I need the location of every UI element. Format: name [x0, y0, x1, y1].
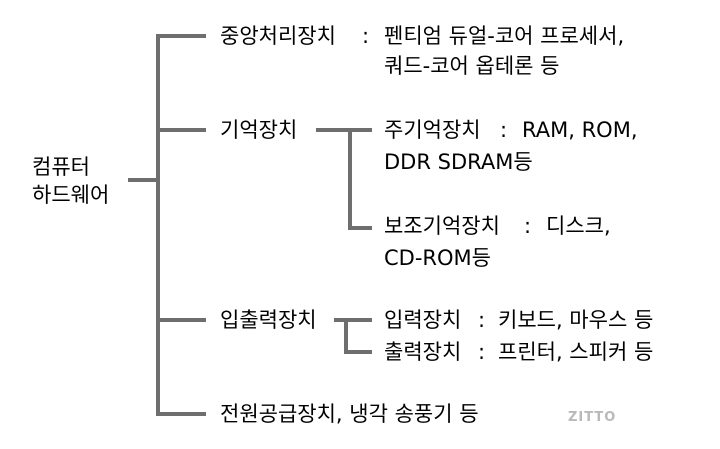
watermark: ZITTO — [568, 410, 617, 425]
memory-label: 기억장치 — [220, 118, 298, 142]
aux-memory-label: 보조기억장치 — [384, 214, 500, 238]
root-label-line1: 컴퓨터 — [32, 155, 90, 179]
aux-memory-separator: : — [524, 214, 532, 238]
cpu-separator: : — [362, 24, 370, 48]
output-device-desc: 프린터, 스피커 등 — [498, 340, 654, 364]
main-memory-desc-line1: RAM, ROM, — [522, 118, 638, 142]
main-memory-separator: : — [500, 118, 508, 142]
main-memory-desc-line2: DDR SDRAM등 — [384, 150, 533, 174]
io-label: 입출력장치 — [220, 308, 317, 332]
input-device-separator: : — [478, 308, 486, 332]
input-device-desc: 키보드, 마우스 등 — [498, 308, 654, 332]
output-device-label: 출력장치 — [384, 340, 462, 364]
cpu-desc-line2: 쿼드-코어 옵테론 등 — [384, 54, 560, 78]
aux-memory-desc-line2: CD-ROM등 — [384, 246, 491, 270]
power-label: 전원공급장치, 냉각 송풍기 등 — [220, 402, 479, 426]
input-device-label: 입력장치 — [384, 308, 462, 332]
cpu-desc-line1: 펜티엄 듀얼-코어 프로세서, — [384, 24, 625, 48]
output-device-separator: : — [478, 340, 486, 364]
aux-memory-desc-line1: 디스크, — [546, 214, 611, 238]
main-memory-label: 주기억장치 — [384, 118, 481, 142]
root-label-line2: 하드웨어 — [32, 183, 110, 207]
cpu-label: 중앙처리장치 — [220, 24, 336, 48]
